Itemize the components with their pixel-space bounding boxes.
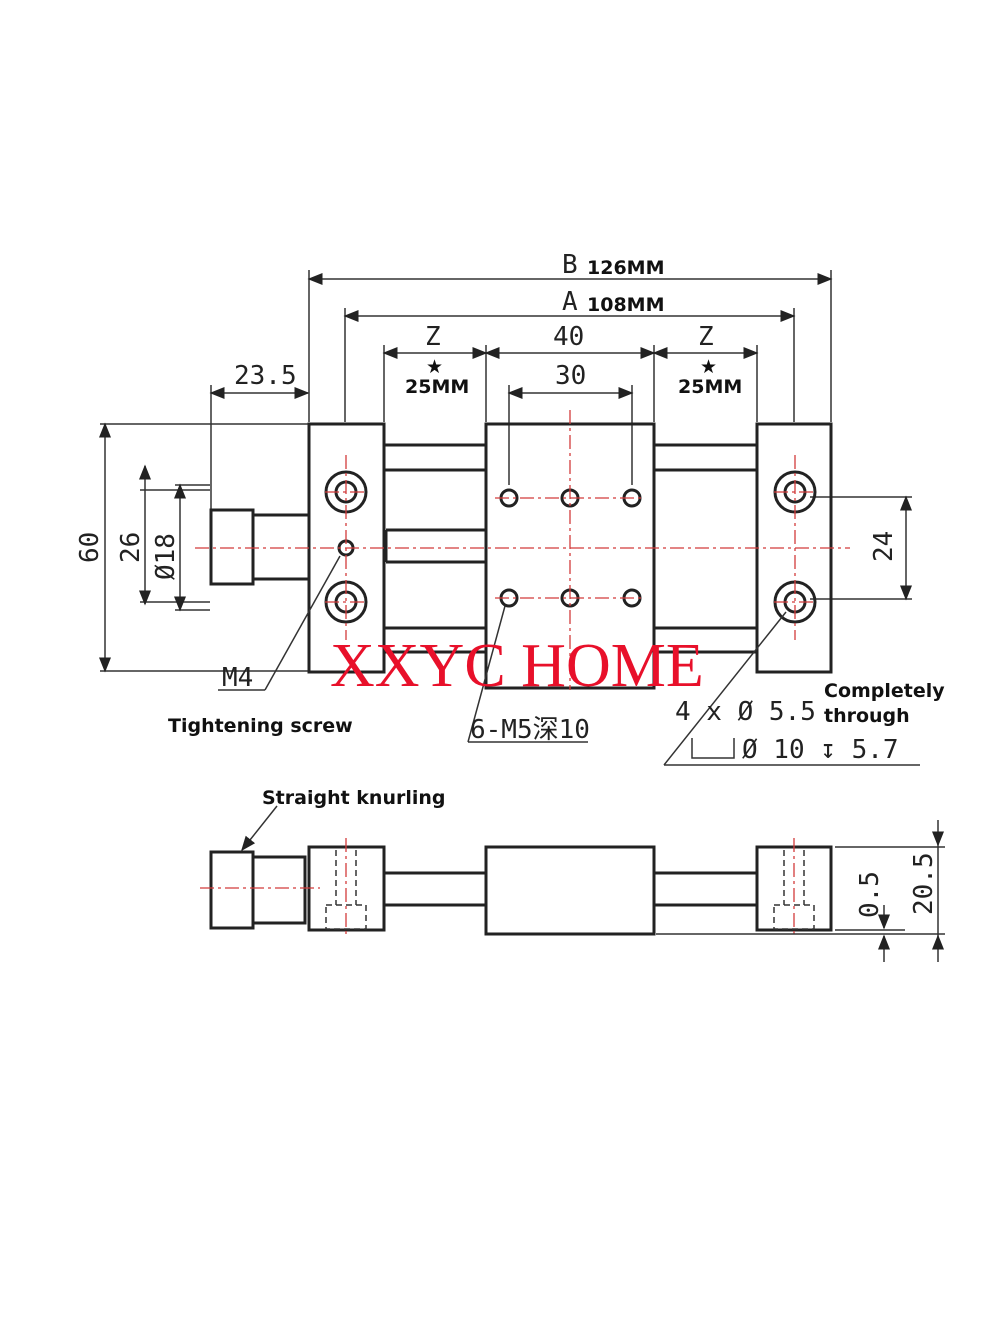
side-view-body [209, 845, 833, 936]
dim-z-left-value: 25MM [405, 376, 469, 398]
watermark: XXYC HOME [330, 632, 704, 700]
dim-24: 24 [869, 531, 899, 562]
dim-a-value: 108MM [587, 294, 664, 316]
callout-m4: M4 [222, 663, 253, 693]
dim-30: 30 [555, 361, 586, 391]
dim-z-right-star: ★ [700, 356, 717, 378]
callout-m5-holes: 6-M5深10 [470, 715, 590, 745]
centre-lines [195, 410, 850, 690]
dim-20-5: 20.5 [909, 852, 939, 915]
dim-60: 60 [75, 532, 105, 563]
dimension-lines [99, 273, 912, 673]
callout-through: through [824, 705, 910, 727]
dim-26: 26 [116, 532, 146, 563]
side-view-hidden-lines [325, 850, 815, 930]
dim-40: 40 [553, 322, 584, 352]
leader-lines [218, 555, 920, 766]
callout-through-holes: 4 x Ø 5.5 [675, 697, 816, 727]
callout-straight-knurling: Straight knurling [262, 787, 446, 809]
dim-0-5: 0.5 [855, 871, 885, 918]
side-view-dimensions [241, 805, 945, 962]
dim-z-right-letter: Z [698, 322, 714, 352]
dim-z-left-star: ★ [426, 356, 443, 378]
side-view-centre-lines [200, 838, 795, 935]
dim-23-5: 23.5 [234, 361, 297, 391]
dim-a-letter: A [562, 287, 578, 317]
dim-b-value: 126MM [587, 257, 664, 279]
dim-dia-18: Ø18 [151, 533, 181, 580]
dim-b-letter: B [562, 250, 578, 280]
callout-tightening-screw: Tightening screw [168, 715, 353, 737]
counterbore-icon [691, 738, 735, 759]
dim-z-right-value: 25MM [678, 376, 742, 398]
callout-counterbore: Ø 10 ↧ 5.7 [742, 735, 899, 765]
dim-z-left-letter: Z [425, 322, 441, 352]
callout-completely: Completely [824, 680, 945, 702]
